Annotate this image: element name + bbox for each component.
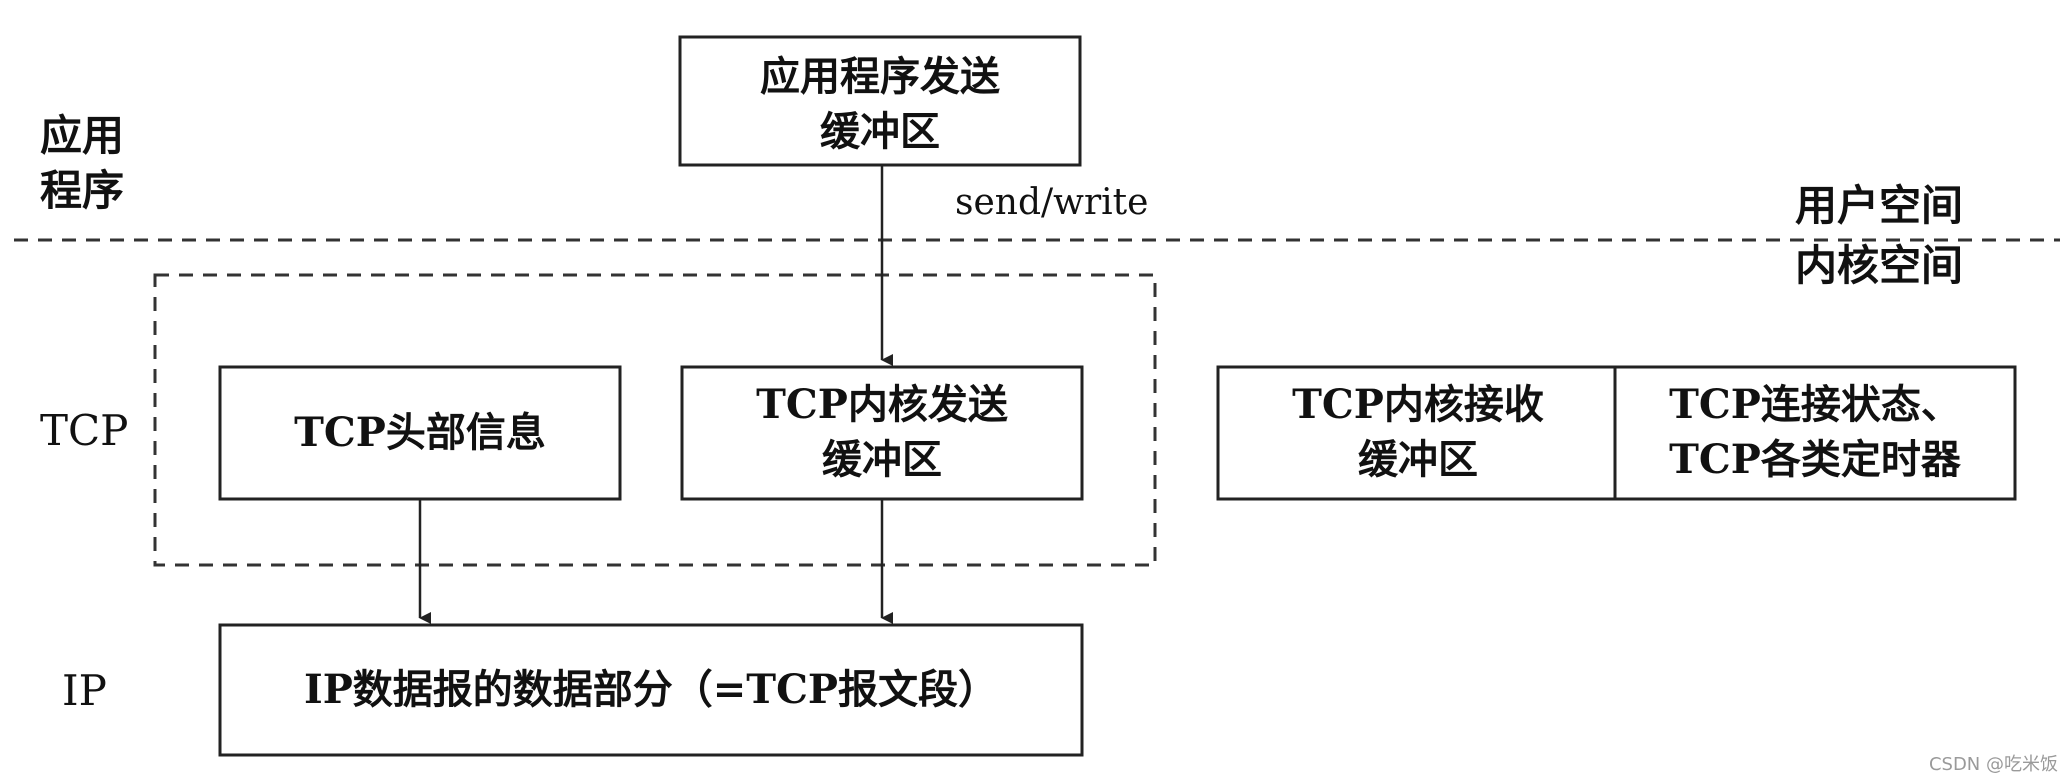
tcp-kernel-recv-buffer-line2: 缓冲区 [1358,436,1478,483]
tcp-state-timers-box [1613,365,2017,501]
tcp-kernel-recv-buffer-line1: TCP内核接收 [1292,381,1544,428]
tcp-kernel-send-buffer-line1: TCP内核发送 [756,381,1008,428]
tcp-group-dashed-box [153,273,1157,567]
ip-payload-label: IP数据报的数据部分（=TCP报文段） [304,666,998,713]
tcp-state-timers-line1: TCP连接状态、 [1669,381,1961,428]
layer-label-app-line2: 程序 [40,166,124,215]
kernel-space-label: 内核空间 [1795,241,1963,290]
layer-label-app-line1: 应用 [40,111,124,160]
tcp-state-timers-line2: TCP各类定时器 [1669,436,1962,483]
tcp-header-label: TCP头部信息 [294,409,546,456]
ip-payload-box [218,623,1084,757]
watermark: CSDN @吃米饭 [1929,754,2058,775]
app-send-buffer-line2: 缓冲区 [820,108,940,155]
layer-label-tcp: TCP [40,406,128,455]
send-write-label: send/write [955,182,1148,223]
app-send-buffer-box [678,35,1082,167]
tcp-kernel-send-buffer-box [680,365,1084,501]
tcp-kernel-send-buffer-line2: 缓冲区 [822,436,942,483]
layer-label-ip: IP [62,666,107,715]
app-send-buffer-line1: 应用程序发送 [760,53,1000,100]
tcp-kernel-recv-buffer-box [1216,365,1620,501]
user-space-label: 用户空间 [1795,181,1963,230]
tcp-header-box [218,365,622,501]
